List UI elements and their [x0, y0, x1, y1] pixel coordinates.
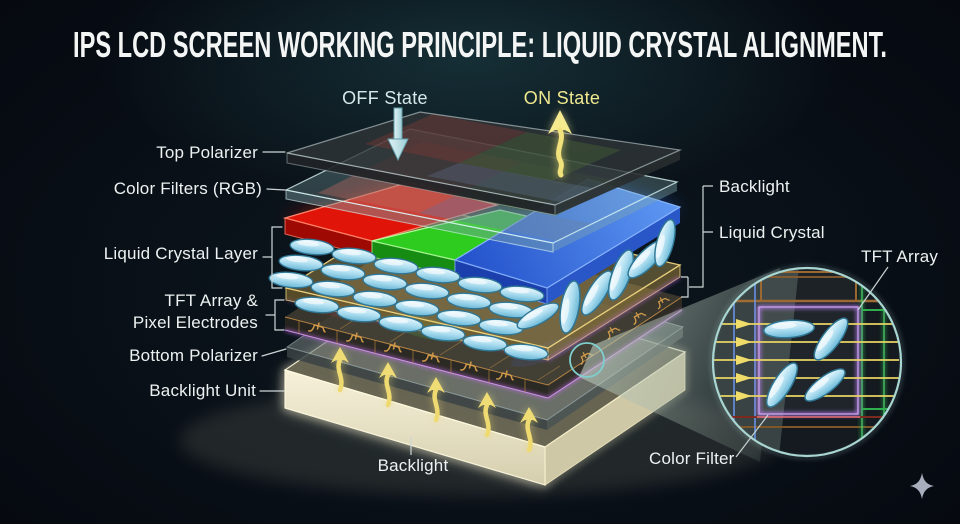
tft-pixel-inset: [710, 265, 904, 459]
inset-border: [711, 266, 903, 458]
magnifier-source-circle: [569, 342, 605, 378]
inset-labels-group: TFT Array Color Filter: [649, 247, 938, 468]
liquid-crystal-bracket: [262, 226, 283, 289]
label-tft-array-line1: TFT Array &: [164, 291, 258, 310]
sparkle-icon: [910, 473, 934, 499]
on-state-label: ON State: [524, 88, 600, 108]
label-backlight-right: Backlight: [719, 177, 790, 196]
rgb-filter-slabs: [282, 178, 682, 305]
label-top-polarizer: Top Polarizer: [156, 143, 258, 162]
right-layer-labels: Backlight Liquid Crystal: [681, 177, 825, 298]
off-state-label: OFF State: [342, 88, 428, 108]
on-state-arrow-icon: [548, 110, 572, 178]
tft-bracket: [265, 299, 285, 331]
label-bottom-polarizer: Bottom Polarizer: [129, 346, 258, 365]
label-tft-array-line2: Pixel Electrodes: [133, 313, 258, 332]
tft-cell-dividers: [298, 320, 526, 392]
label-liquid-crystal-layer: Liquid Crystal Layer: [104, 244, 258, 263]
label-liquid-crystal-right: Liquid Crystal: [719, 223, 825, 242]
off-state-group: OFF State: [342, 88, 428, 162]
backlight-bottom-label-group: Backlight: [378, 437, 449, 475]
label-color-filters: Color Filters (RGB): [114, 179, 262, 198]
label-color-filter-inset: Color Filter: [649, 449, 735, 468]
on-state-group: ON State: [524, 88, 600, 178]
label-backlight-unit: Backlight Unit: [149, 381, 256, 400]
tft-top-grid: [339, 314, 561, 381]
right-bracket: [681, 185, 713, 298]
label-backlight-bottom: Backlight: [378, 456, 449, 475]
label-tft-array-inset: TFT Array: [861, 247, 938, 266]
off-state-arrow-icon: [387, 107, 409, 162]
top-polarizer-layer: [286, 111, 683, 216]
page-title: IPS LCD SCREEN WORKING PRINCIPLE: LIQUID…: [73, 24, 887, 65]
left-layer-labels: Top Polarizer Color Filters (RGB) Liquid…: [104, 143, 287, 400]
